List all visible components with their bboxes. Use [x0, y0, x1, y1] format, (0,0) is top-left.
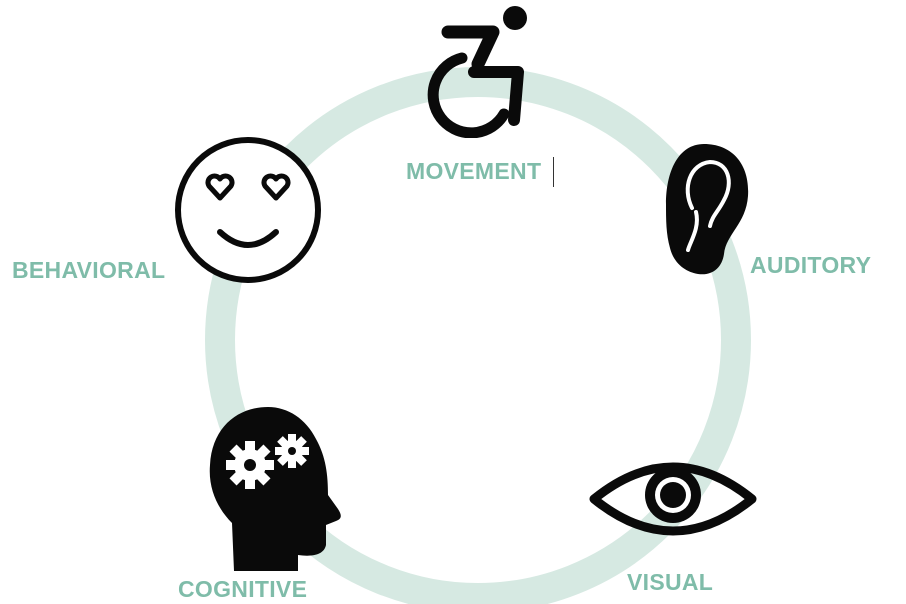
text-cursor	[553, 157, 554, 187]
heart-eyes-smiley-icon	[175, 137, 321, 283]
movement-label: MOVEMENT	[406, 158, 542, 184]
visual-label: VISUAL	[627, 569, 714, 595]
ear-icon	[666, 144, 749, 275]
cognitive-label: COGNITIVE	[178, 576, 308, 602]
ring-circle	[205, 67, 751, 604]
eye-icon	[589, 462, 757, 536]
auditory-label: AUDITORY	[750, 252, 872, 278]
behavioral-label: BEHAVIORAL	[12, 257, 166, 283]
head-gears-icon	[209, 407, 341, 571]
wheelchair-icon	[427, 6, 527, 138]
